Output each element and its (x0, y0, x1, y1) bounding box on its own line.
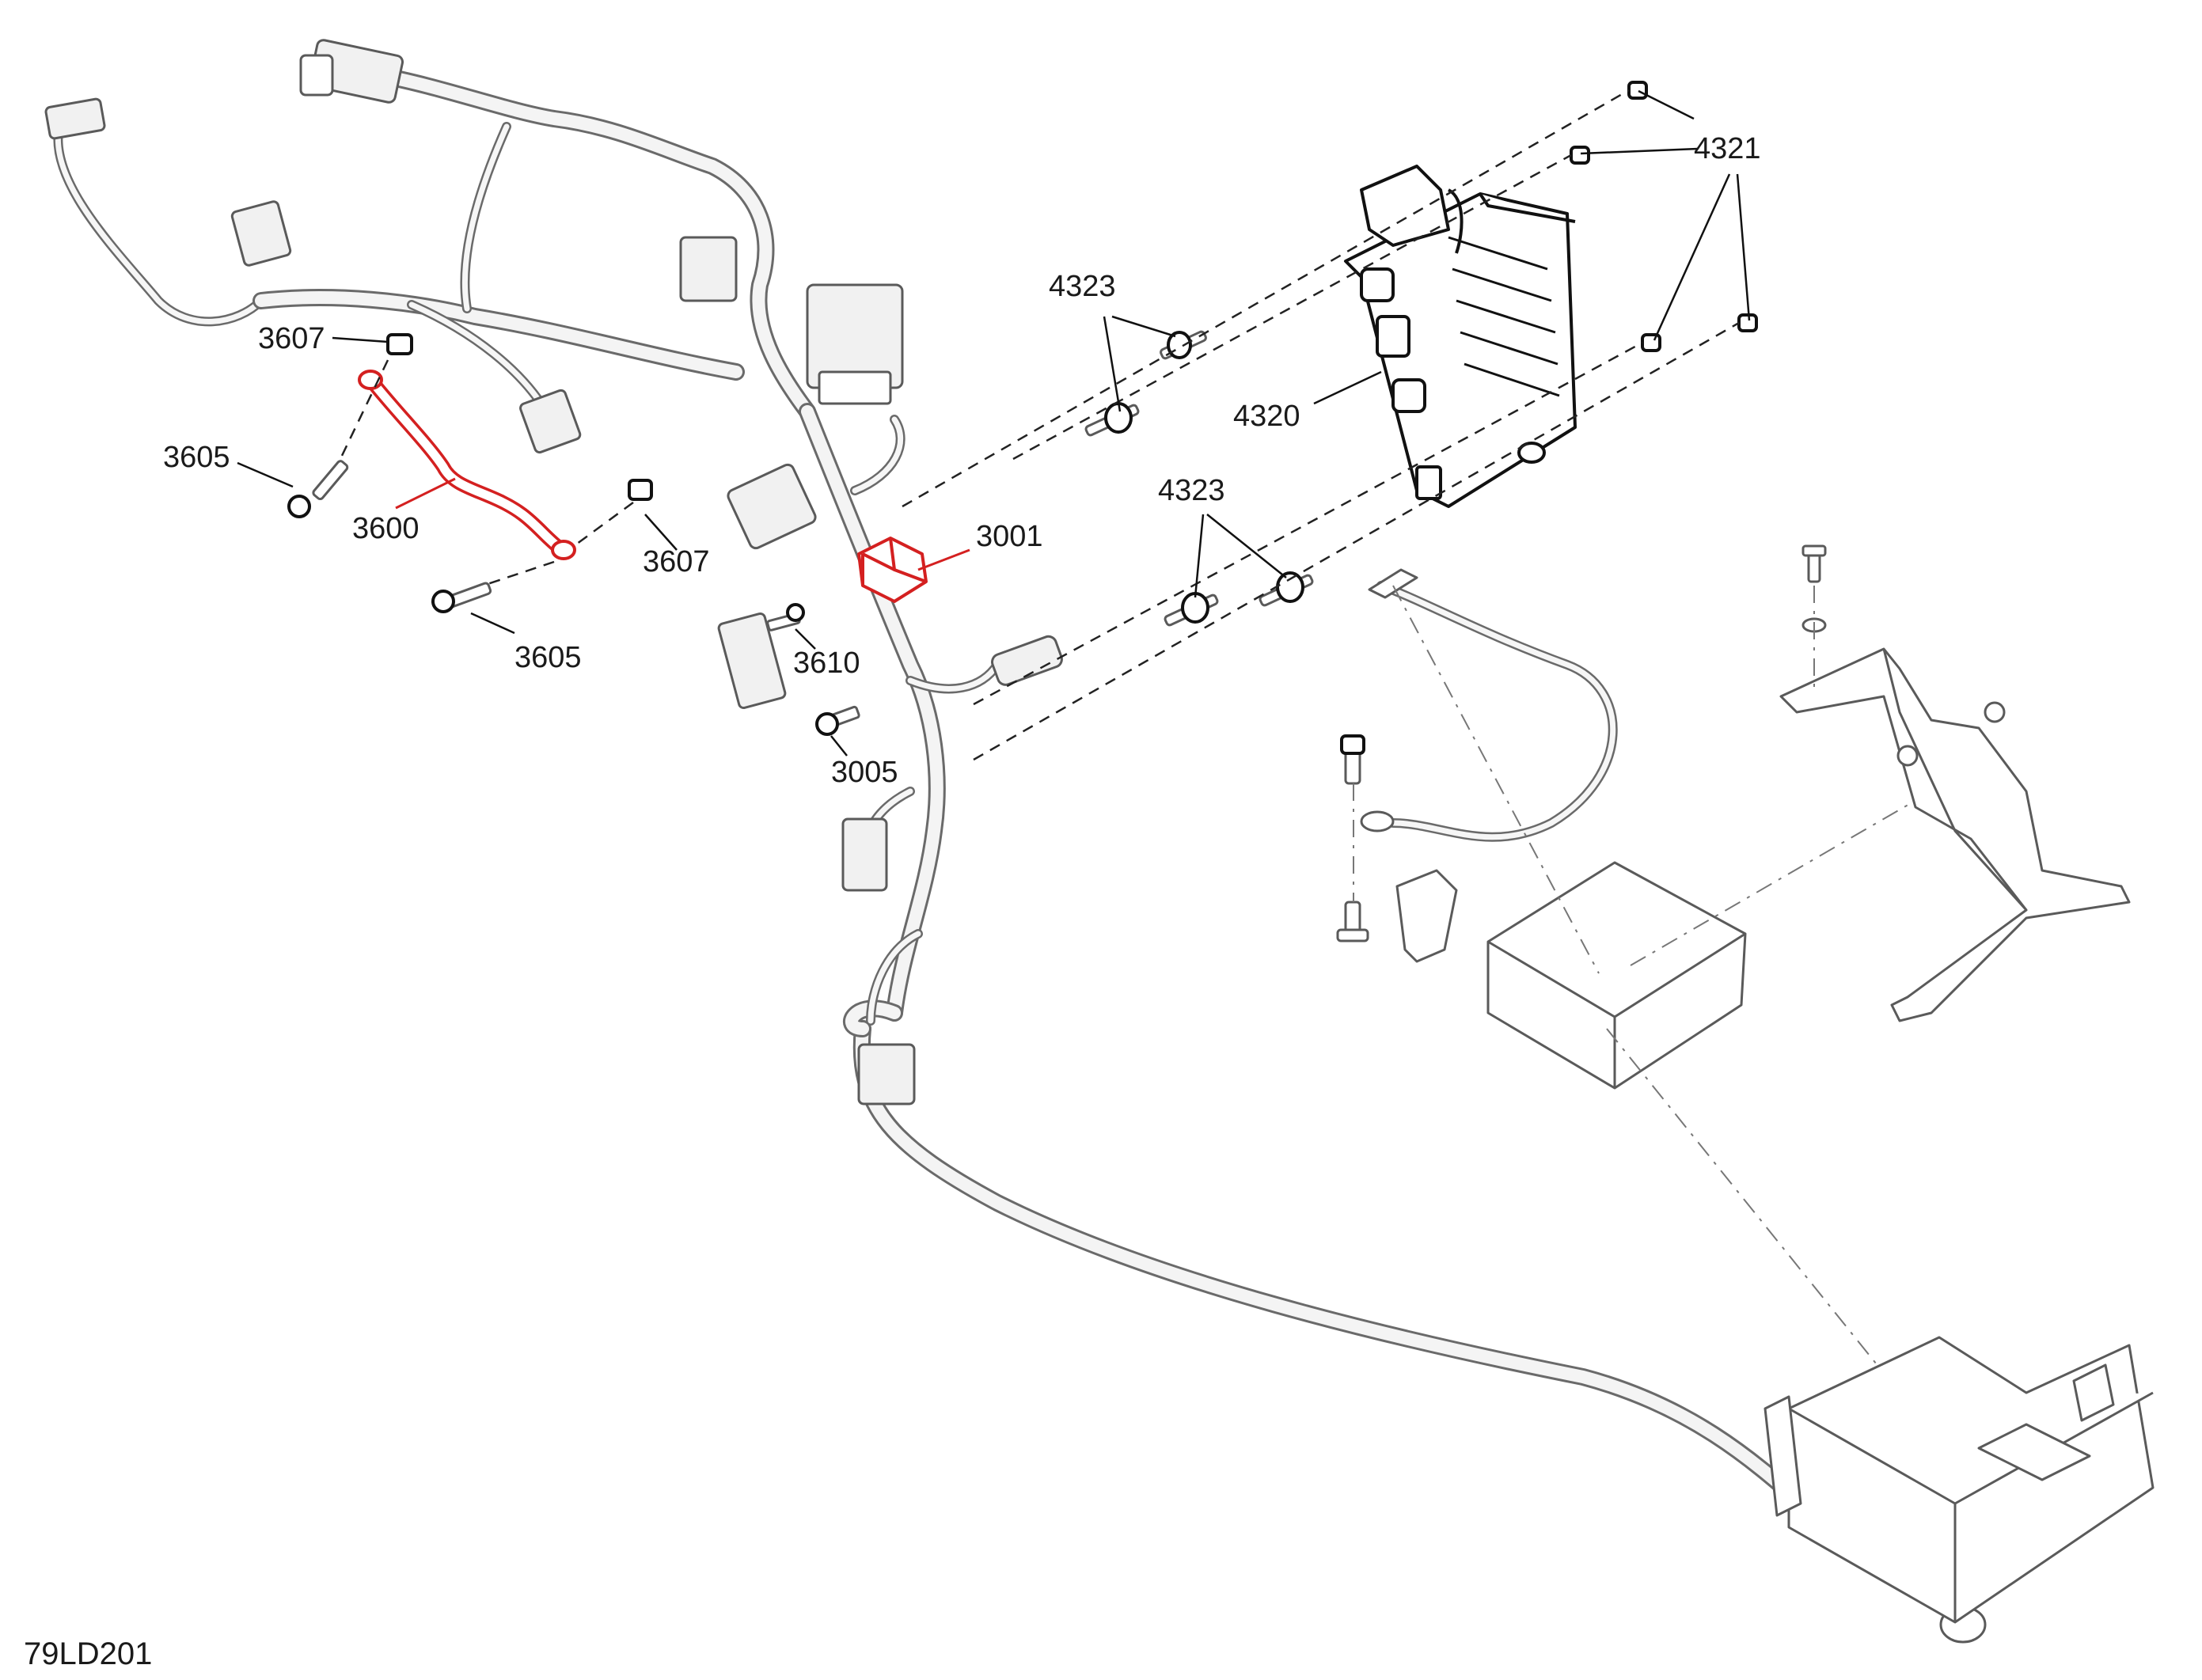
callout-4323-a: 4323 (1049, 270, 1116, 303)
ground-cable-3600 (358, 370, 576, 560)
fasteners-left (287, 333, 860, 736)
callout-3605-b: 3605 (514, 641, 582, 674)
callout-3607-b: 3607 (643, 545, 710, 578)
voltage-regulator-4320 (1344, 165, 1577, 508)
battery-bracket (1779, 544, 2131, 1022)
callout-3610: 3610 (793, 647, 860, 680)
battery-tray (1763, 1336, 2155, 1624)
battery-assembly (1336, 568, 1932, 1433)
callout-4323-b: 4323 (1158, 474, 1225, 507)
callout-3605-a: 3605 (163, 441, 230, 474)
connector-3001 (857, 537, 928, 603)
leader-lines (237, 89, 1751, 757)
regulator-fasteners (902, 81, 1758, 761)
callout-4320: 4320 (1233, 400, 1300, 433)
callout-3607-a: 3607 (258, 322, 325, 355)
figure-code: 79LD201 (24, 1636, 152, 1671)
harness-connectors (44, 39, 1987, 1644)
callout-4321: 4321 (1694, 132, 1761, 165)
callout-labels: 3607 3605 3600 3607 3605 3610 3005 3001 … (163, 132, 1761, 789)
callout-3001: 3001 (976, 520, 1043, 553)
callout-3600: 3600 (352, 512, 420, 545)
callout-3005: 3005 (831, 756, 898, 789)
main-wiring-harness (53, 66, 1829, 1528)
